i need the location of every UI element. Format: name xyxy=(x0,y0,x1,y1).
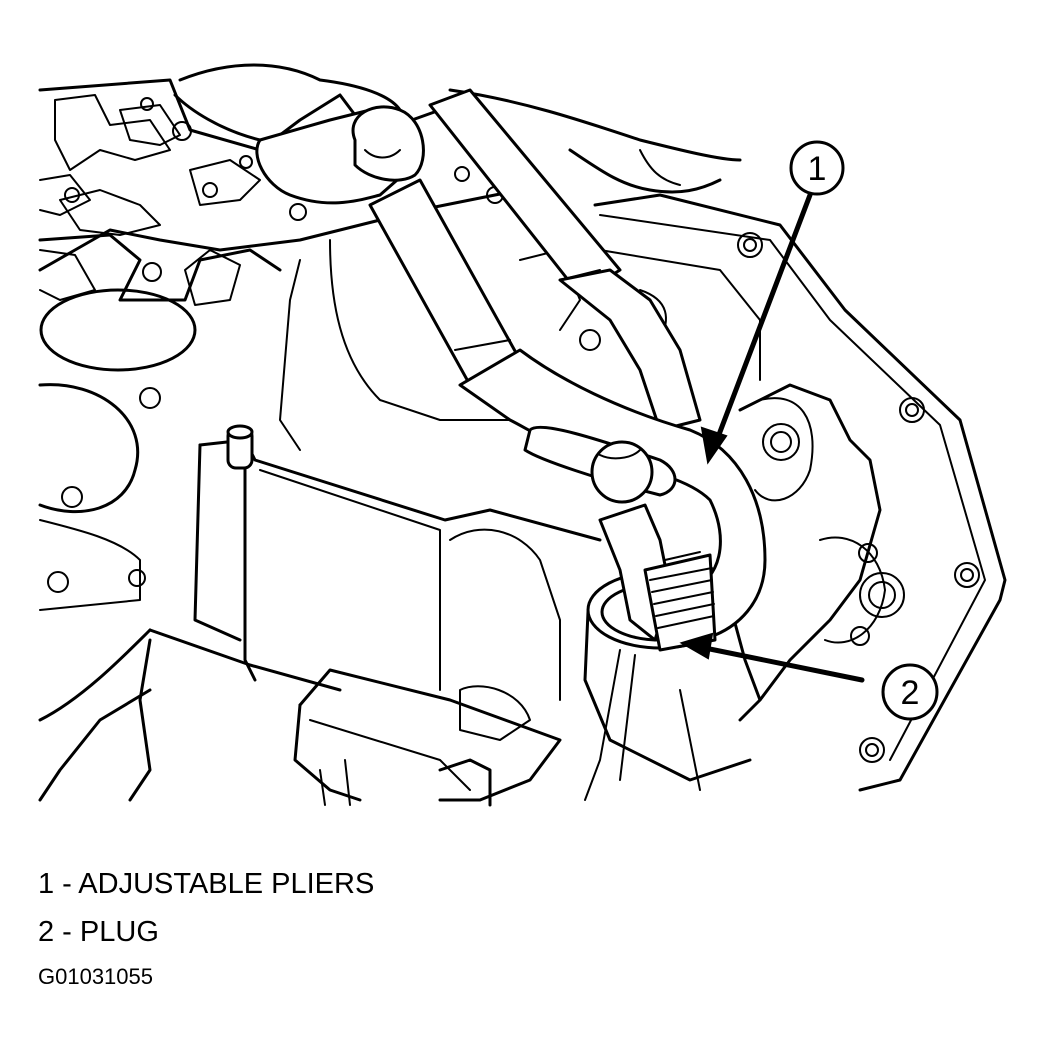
legend-item-2: 2 - PLUG xyxy=(38,916,159,948)
figure-code: G01031055 xyxy=(38,964,153,989)
callout-2-number: 2 xyxy=(901,674,920,712)
case-center-block xyxy=(38,239,602,802)
case-bores xyxy=(38,288,197,611)
callout-1-number: 1 xyxy=(808,150,827,188)
callout-2: 2 xyxy=(679,632,939,721)
lower-component xyxy=(128,638,562,807)
legend-item-1: 1 - ADJUSTABLE PLIERS xyxy=(38,868,375,900)
callout-1: 1 xyxy=(700,140,845,465)
adjustable-pliers-drawing xyxy=(368,88,767,652)
transmission-case xyxy=(519,193,1007,792)
hand-drawing xyxy=(173,63,742,205)
